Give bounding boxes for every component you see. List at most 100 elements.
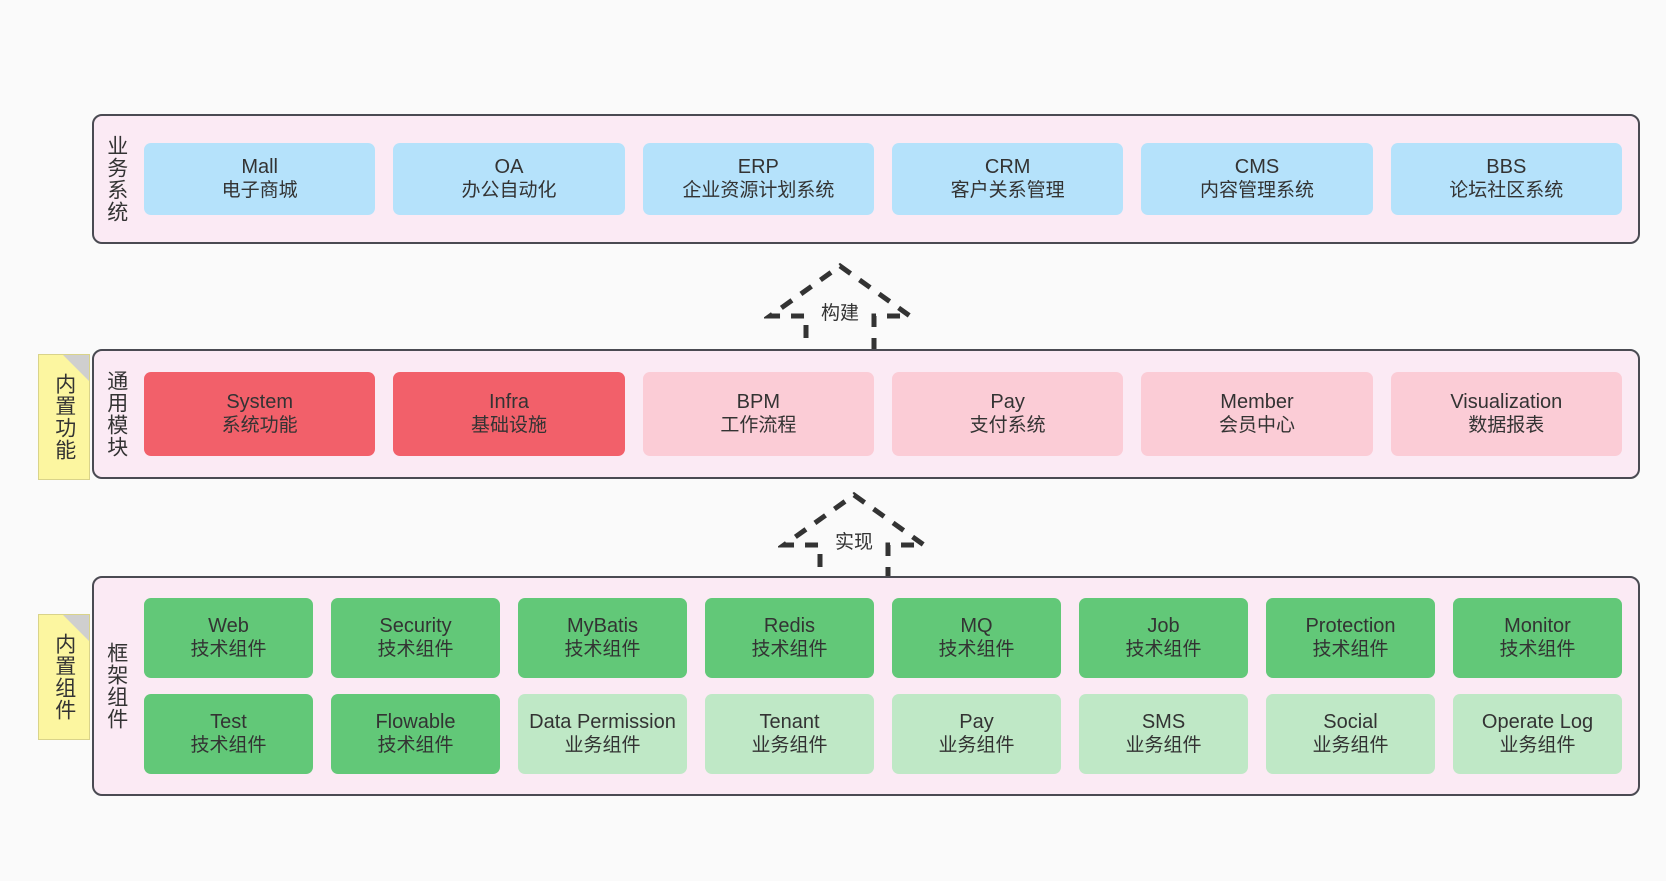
- cell-title-cn: 企业资源计划系统: [682, 179, 835, 201]
- cell-title-cn: 工作流程: [720, 414, 797, 436]
- cell-title-cn: 业务组件: [1499, 734, 1576, 756]
- cell-title-en: BBS: [1486, 156, 1527, 179]
- note-fold-icon: [63, 615, 89, 641]
- cell-title-cn: 论坛社区系统: [1449, 179, 1564, 201]
- cell-title-en: ERP: [737, 156, 779, 179]
- cell-title-en: Infra: [488, 391, 529, 414]
- cell-title-cn: 技术组件: [377, 734, 454, 756]
- note-builtin-features: 内置功能: [38, 354, 90, 480]
- cell-title-en: Data Permission: [529, 711, 676, 734]
- cell-title-en: System: [226, 391, 293, 414]
- cell-title-en: Visualization: [1450, 391, 1563, 414]
- cell-title-en: Redis: [763, 615, 816, 638]
- cell-title-cn: 业务组件: [1312, 734, 1389, 756]
- cell-title-en: Test: [210, 711, 247, 734]
- cell-title-cn: 技术组件: [190, 734, 267, 756]
- cell-title-cn: 技术组件: [190, 638, 267, 660]
- cell-title-en: Protection: [1305, 615, 1396, 638]
- layer-title-framework: 框架组件: [104, 642, 128, 730]
- cell-title-en: OA: [494, 156, 524, 179]
- cell-title-en: Pay: [959, 711, 994, 734]
- cell-title-cn: 技术组件: [938, 638, 1015, 660]
- cell-title-cn: 业务组件: [564, 734, 641, 756]
- cell-title-en: Operate Log: [1481, 711, 1594, 734]
- cell-title-cn: 业务组件: [1125, 734, 1202, 756]
- cell-title-cn: 客户关系管理: [950, 179, 1065, 201]
- cell-title-en: Pay: [990, 391, 1025, 414]
- arrow-implement: 实现: [778, 489, 930, 585]
- layer-title-business: 业务系统: [104, 135, 128, 223]
- note-builtin-components-label: 内置组件: [52, 633, 76, 721]
- cell-title-cn: 技术组件: [1499, 638, 1576, 660]
- cell-title-en: Web: [208, 615, 249, 638]
- cell-title-cn: 技术组件: [564, 638, 641, 660]
- cell-title-en: CRM: [984, 156, 1031, 179]
- cell-title-cn: 业务组件: [938, 734, 1015, 756]
- cell-title-en: Monitor: [1504, 615, 1571, 638]
- cell-title-en: Tenant: [759, 711, 820, 734]
- cell-title-en: CMS: [1234, 156, 1280, 179]
- cell-title-en: Member: [1220, 391, 1294, 414]
- cell-title-en: MyBatis: [566, 615, 639, 638]
- cell-title-cn: 基础设施: [470, 414, 547, 436]
- cell-title-cn: 办公自动化: [461, 179, 557, 201]
- cell-title-cn: 会员中心: [1218, 414, 1295, 436]
- arrow-build: 构建: [764, 260, 916, 356]
- cell-title-en: Job: [1147, 615, 1180, 638]
- cell-title-cn: 技术组件: [1125, 638, 1202, 660]
- cell-title-en: Security: [379, 615, 452, 638]
- layer-title-modules: 通用模块: [104, 370, 128, 458]
- cell-title-cn: 技术组件: [377, 638, 454, 660]
- cell-title-en: Flowable: [375, 711, 456, 734]
- cell-title-cn: 内容管理系统: [1199, 179, 1314, 201]
- cell-title-cn: 系统功能: [221, 414, 298, 436]
- cell-title-en: Social: [1323, 711, 1378, 734]
- note-builtin-features-label: 内置功能: [52, 373, 76, 461]
- cell-title-en: MQ: [960, 615, 993, 638]
- cell-title-en: Mall: [241, 156, 278, 179]
- note-builtin-components: 内置组件: [38, 614, 90, 740]
- cell-title-cn: 技术组件: [1312, 638, 1389, 660]
- cell-title-en: SMS: [1141, 711, 1186, 734]
- cell-title-cn: 电子商城: [221, 179, 298, 201]
- cell-title-cn: 技术组件: [751, 638, 828, 660]
